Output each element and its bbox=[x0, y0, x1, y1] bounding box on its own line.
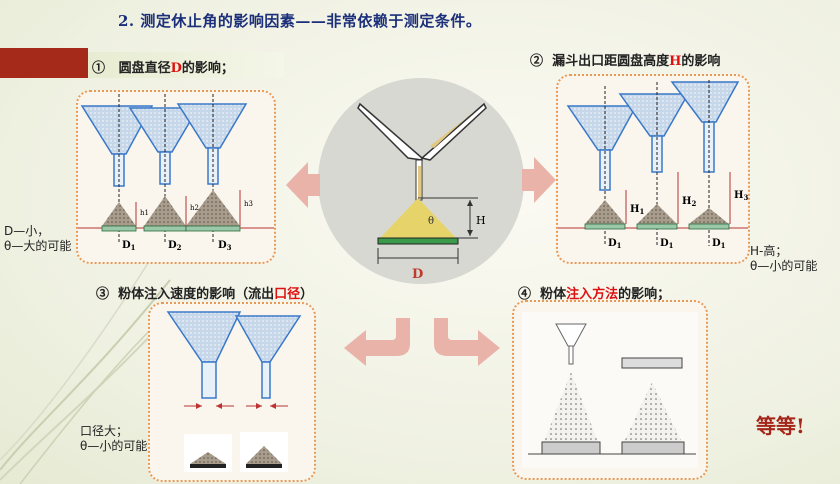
svg-text:D1: D1 bbox=[608, 238, 622, 250]
etc-text: 等等! bbox=[756, 414, 805, 438]
svg-text:D2: D2 bbox=[168, 240, 182, 252]
panel-feed-method bbox=[512, 300, 708, 480]
svg-text:D3: D3 bbox=[218, 240, 232, 252]
note-height: H-高；θ—小的可能 bbox=[750, 244, 818, 273]
arrow-down-right-icon bbox=[434, 318, 500, 366]
panel-diameter: h1 h2 h3 D1 D2 D3 bbox=[76, 90, 276, 264]
section1-label: ① 圆盘直径D的影响； bbox=[92, 61, 234, 76]
arrow-right-icon bbox=[522, 157, 556, 203]
svg-text:D1: D1 bbox=[122, 240, 136, 252]
svg-text:D1: D1 bbox=[712, 238, 726, 250]
center-h-label: H bbox=[476, 214, 486, 227]
feed-method-diagram bbox=[522, 312, 698, 468]
section3-label: ③ 粉体注入速度的影响（流出口径） bbox=[96, 287, 314, 302]
panel-outlet bbox=[148, 302, 316, 482]
h3-label: h3 bbox=[244, 200, 253, 208]
accent-tab bbox=[0, 48, 88, 78]
svg-text:H2: H2 bbox=[682, 196, 696, 208]
diameter-diagram: h1 h2 h3 D1 D2 D3 bbox=[78, 94, 274, 252]
arrow-down-left-icon bbox=[344, 318, 410, 366]
height-diagram: H1 H2 H3 D1 D1 D1 bbox=[558, 80, 748, 250]
center-theta-label: θ bbox=[428, 216, 434, 227]
panel-height: H1 H2 H3 D1 D1 D1 bbox=[556, 74, 750, 264]
section2-label: ② 漏斗出口距圆盘高度H的影响 bbox=[530, 54, 721, 69]
note-outlet: 口径大；θ—小的可能 bbox=[80, 424, 148, 453]
center-illustration: H D θ bbox=[318, 78, 524, 284]
outlet-diagram bbox=[166, 311, 302, 472]
section1-header-bar bbox=[88, 52, 284, 78]
svg-text:H3: H3 bbox=[734, 190, 748, 202]
svg-text:D1: D1 bbox=[660, 238, 674, 250]
note-diameter: D—小，θ—大的可能 bbox=[4, 224, 72, 253]
section4-label: ④ 粉体注入方法的影响； bbox=[518, 287, 671, 302]
slide-title: 2. 测定休止角的影响因素——非常依赖于测定条件。 bbox=[118, 12, 482, 30]
h1-label: h1 bbox=[140, 209, 149, 217]
h2-label: h2 bbox=[190, 204, 199, 212]
decorative-swirl bbox=[0, 259, 176, 484]
center-d-label: D bbox=[412, 267, 423, 282]
arrow-left-icon bbox=[286, 162, 320, 208]
svg-text:H1: H1 bbox=[630, 204, 644, 216]
